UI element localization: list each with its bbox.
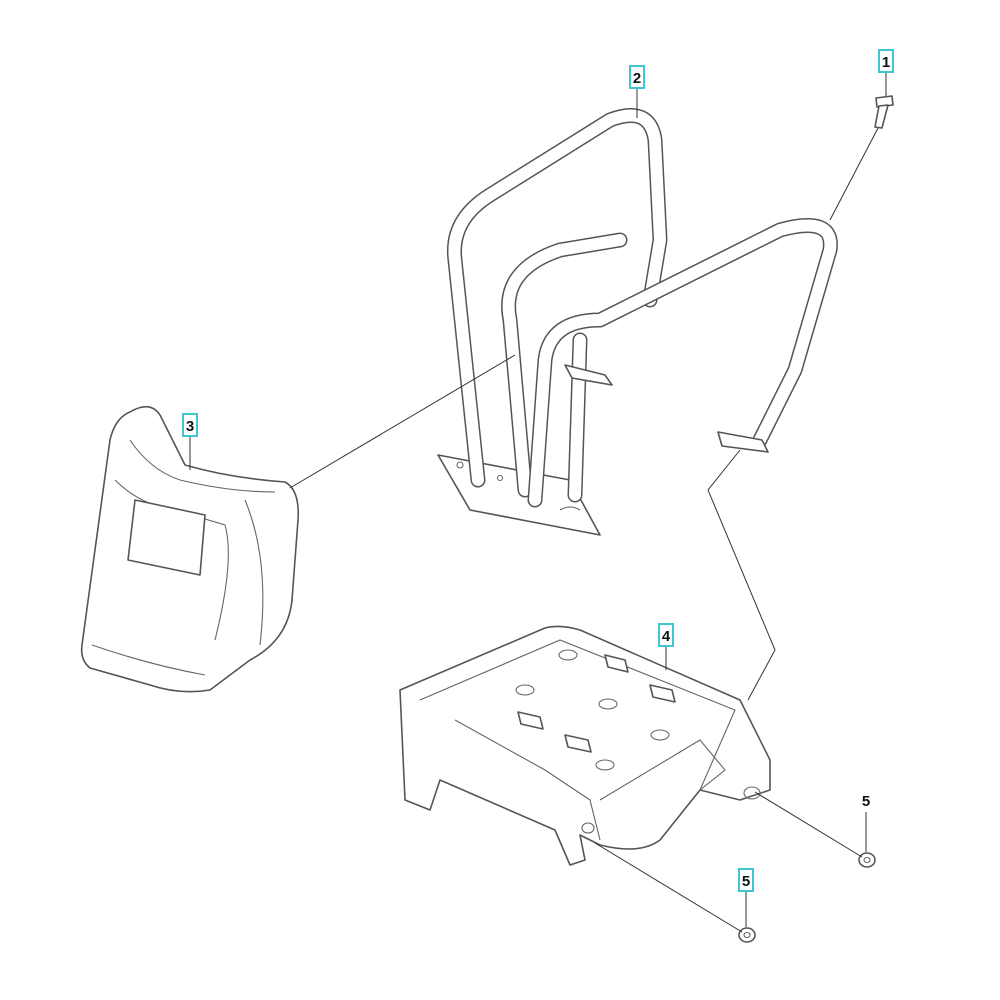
callout-4: 4 bbox=[658, 623, 674, 647]
svg-text:3: 3 bbox=[186, 418, 194, 435]
svg-text:1: 1 bbox=[882, 54, 890, 71]
callout-5-right: 5 bbox=[862, 793, 870, 810]
part-4-base-plate[interactable] bbox=[399, 625, 771, 866]
svg-text:4: 4 bbox=[662, 628, 671, 645]
part-1-bolt[interactable] bbox=[874, 95, 894, 129]
svg-text:2: 2 bbox=[633, 70, 641, 87]
callout-5-bottom: 5 bbox=[738, 868, 754, 892]
part-5-washer-bottom[interactable] bbox=[738, 927, 756, 943]
part-5-washer-right[interactable] bbox=[858, 852, 876, 868]
svg-text:5: 5 bbox=[742, 873, 750, 890]
leader-lines bbox=[189, 72, 887, 933]
part-3-cover[interactable] bbox=[80, 405, 300, 693]
svg-text:5: 5 bbox=[862, 793, 870, 810]
callout-3: 3 bbox=[182, 413, 198, 437]
callout-1: 1 bbox=[878, 49, 894, 73]
part-2-roll-bar[interactable] bbox=[437, 108, 838, 536]
callout-2: 2 bbox=[629, 65, 645, 89]
